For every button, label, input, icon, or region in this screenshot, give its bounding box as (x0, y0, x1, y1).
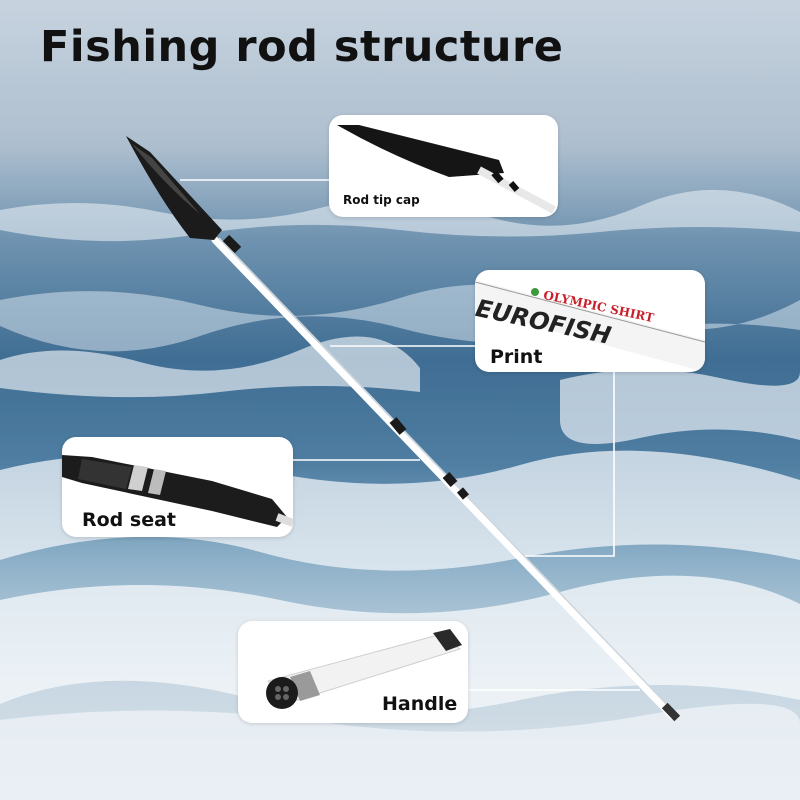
rod-ring (389, 417, 407, 435)
handle-end-hole (275, 694, 281, 700)
rod-end-cap (661, 702, 681, 722)
callout-card-handle: Handle (238, 621, 468, 723)
print-rod-edge (475, 281, 705, 343)
rod-ring (442, 472, 458, 487)
tip-cap-label: Rod tip cap (343, 193, 420, 207)
wave-band (560, 369, 800, 444)
handle-end-hole (275, 686, 281, 692)
tip-cap-ring (508, 181, 520, 192)
wave-band (0, 336, 420, 398)
handle-tip-ring (433, 629, 462, 651)
seat-chrome (128, 465, 148, 491)
seat-rod (275, 513, 293, 527)
rod-seat-label: Rod seat (82, 509, 176, 531)
rod-ring (222, 234, 242, 254)
print-photo (475, 280, 705, 372)
seat-chrome (148, 469, 166, 495)
handle-photo (266, 629, 462, 709)
wave-band (0, 703, 800, 800)
tip-cap-photo (337, 125, 556, 214)
print-label: Print (490, 346, 543, 368)
tip-cap-shape (337, 125, 504, 177)
handle-end-cap (266, 677, 298, 709)
rod-seat-photo (62, 455, 293, 527)
callout-card-print: OLYMPIC SHIRT EUROFISH Print (475, 270, 705, 372)
print-rod-body (475, 280, 705, 372)
callout-card-rod-seat: Rod seat (62, 437, 293, 537)
print-logo-dot (531, 288, 539, 296)
tip-cap-ring (491, 170, 504, 184)
page-title: Fishing rod structure (40, 22, 564, 72)
fishing-rod (126, 136, 681, 722)
leader-lines (180, 179, 640, 691)
callout-card-tip-cap: Rod tip cap (329, 115, 558, 217)
handle-end-hole (283, 694, 289, 700)
handle-end-hole (283, 686, 289, 692)
rod-tip-cap-highlight (132, 144, 200, 214)
handle-label: Handle (382, 693, 458, 715)
leader-line-print-down (525, 372, 615, 557)
rod-ring (456, 487, 470, 500)
seat-threads (78, 459, 132, 489)
